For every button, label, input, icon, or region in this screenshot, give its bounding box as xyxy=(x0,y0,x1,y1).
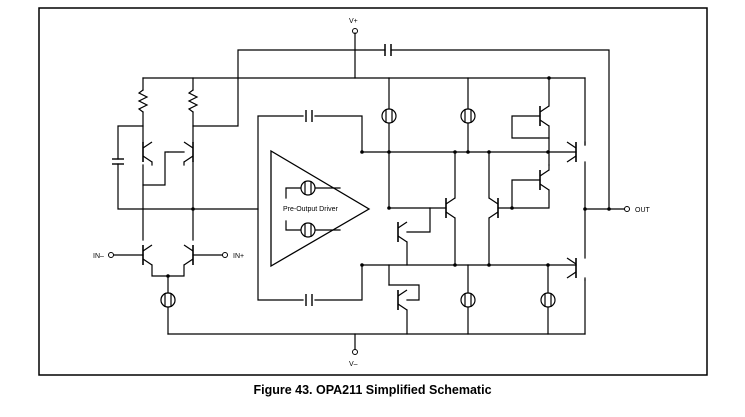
in-minus-terminal xyxy=(108,252,114,258)
out-terminal xyxy=(624,206,630,212)
vplus-label: V+ xyxy=(349,18,358,25)
figure-caption: Figure 43. OPA211 Simplified Schematic xyxy=(253,383,492,397)
input-transistor-right xyxy=(183,244,194,266)
top-compensation-capacitor xyxy=(192,44,610,210)
in-minus-label: IN– xyxy=(93,253,104,260)
output-transistor-bottom xyxy=(566,257,577,279)
gain-current-source-2 xyxy=(460,108,476,124)
load-resistor-left xyxy=(137,77,149,143)
vminus-terminal: V– xyxy=(349,333,358,368)
gain-transistor-bottom xyxy=(397,289,408,311)
driver-capacitor-bottom xyxy=(305,294,313,306)
gain-stage xyxy=(360,77,577,335)
driver-capacitor-top xyxy=(305,110,313,122)
gain-current-source-4 xyxy=(540,292,556,308)
pre-output-driver-label: Pre-Output Driver xyxy=(283,206,339,213)
output-bias-transistor xyxy=(539,105,550,127)
gain-transistor-center-right xyxy=(488,197,499,219)
input-capacitor xyxy=(112,125,259,210)
output-driver-transistor xyxy=(539,169,550,191)
driver-amplifier-triangle xyxy=(270,149,371,268)
input-transistor-left xyxy=(142,244,153,266)
cascode-transistor-right xyxy=(183,141,194,163)
vminus-label: V– xyxy=(349,361,358,368)
gain-transistor-center-left xyxy=(445,197,456,219)
vplus-terminal: V+ xyxy=(349,18,358,79)
in-plus-terminal xyxy=(222,252,228,258)
in-plus-label: IN+ xyxy=(233,253,244,260)
diagram-border xyxy=(38,7,708,376)
driver-current-source-bottom xyxy=(300,222,316,238)
input-stage: IN– IN+ xyxy=(93,77,259,335)
gain-current-source-3 xyxy=(460,292,476,308)
cascode-transistor-left xyxy=(142,141,153,163)
output-stage: OUT xyxy=(510,76,651,281)
pre-output-driver: Pre-Output Driver xyxy=(257,110,371,306)
gain-transistor-left xyxy=(397,221,408,243)
out-label: OUT xyxy=(635,207,651,214)
load-resistor-right xyxy=(187,77,199,143)
gain-current-source-1 xyxy=(381,108,397,124)
driver-current-source-top xyxy=(300,180,316,196)
